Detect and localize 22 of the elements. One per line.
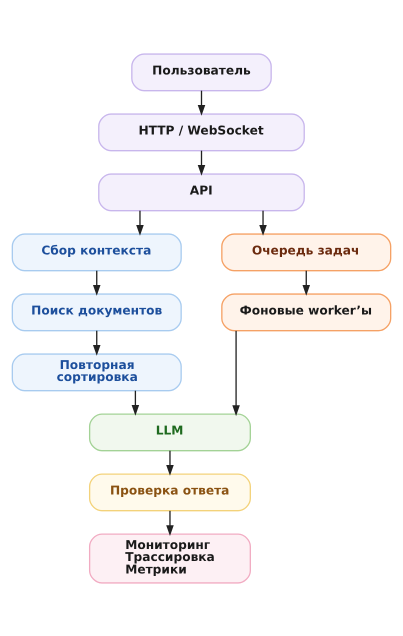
node-box: API — [98, 172, 305, 211]
node-box: Очередь задач — [221, 232, 392, 271]
arrow — [198, 90, 206, 116]
node-box: Фоновые worker’ы — [221, 292, 392, 331]
node-box: Повторная сортировка — [12, 352, 182, 391]
arrow — [302, 270, 310, 296]
arrow — [232, 330, 240, 416]
arrow — [166, 510, 174, 536]
arrow — [166, 450, 174, 476]
arrow — [132, 390, 140, 416]
node-box: Мониторинг Трассировка Метрики — [88, 532, 251, 584]
arrow — [259, 210, 267, 236]
node-box: Сбор контекста — [12, 232, 182, 271]
node-box: Поиск документов — [12, 292, 182, 331]
node-box: Проверка ответа — [88, 472, 251, 511]
arrow — [92, 330, 101, 356]
node-box: HTTP / WebSocket — [98, 112, 305, 151]
arrow — [92, 270, 101, 296]
node-box: LLM — [88, 412, 251, 451]
arrow — [198, 150, 206, 176]
node-box: Пользователь — [131, 52, 272, 91]
arrow — [136, 210, 144, 236]
